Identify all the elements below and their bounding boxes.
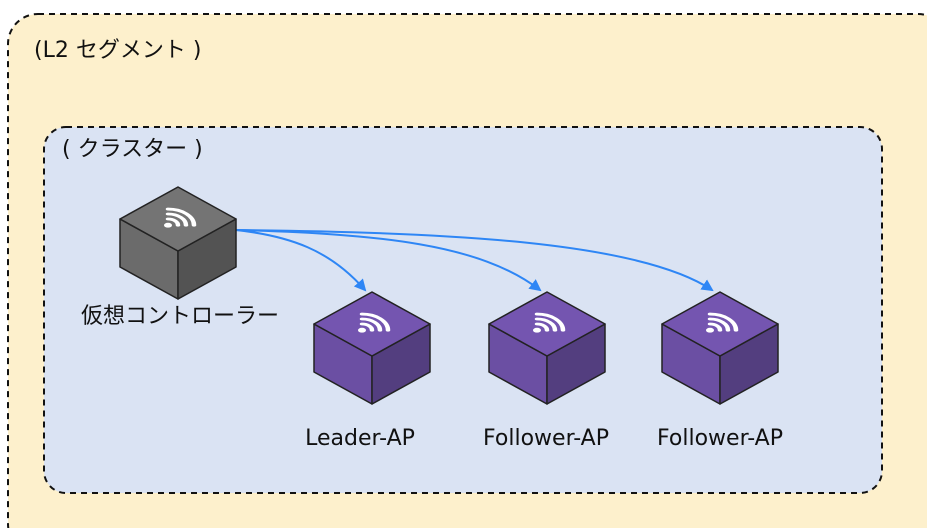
wifi-icon	[533, 312, 566, 333]
leader-ap-device	[313, 291, 431, 405]
virtual-controller-device	[119, 186, 237, 300]
cube-top-face	[313, 291, 431, 357]
wifi-arc	[359, 322, 375, 332]
wifi-arc	[165, 212, 189, 227]
connection-arrows	[235, 229, 714, 292]
wifi-arc	[534, 322, 550, 332]
wifi-dot	[706, 327, 714, 333]
wifi-arc	[707, 322, 723, 332]
follower-ap-2-device	[661, 291, 779, 405]
segment-label: (L2 セグメント )	[34, 38, 202, 63]
leader-ap-label: Leader-AP	[305, 426, 415, 451]
wifi-arc	[359, 317, 383, 332]
wifi-arc	[165, 207, 197, 227]
wifi-icon	[164, 207, 197, 228]
wifi-dot	[358, 327, 366, 333]
cube-top-face	[661, 291, 779, 357]
follower-ap-2-label: Follower-AP	[657, 426, 783, 451]
wifi-arc	[534, 312, 566, 332]
wifi-arc	[534, 317, 558, 332]
cluster-label: ( クラスター )	[62, 137, 203, 162]
connection-arrow-leader	[235, 229, 367, 292]
connection-arrow-follower-1	[235, 229, 542, 292]
wifi-arc	[707, 312, 739, 332]
wifi-icon	[706, 312, 739, 333]
follower-ap-1-device	[488, 291, 606, 405]
connection-arrow-follower-2	[235, 229, 714, 292]
wifi-arc	[359, 312, 391, 332]
wifi-arc	[707, 317, 731, 332]
follower-ap-1-label: Follower-AP	[483, 426, 609, 451]
controller-label: 仮想コントローラー	[80, 304, 280, 329]
cluster-box	[43, 126, 883, 494]
wifi-icon	[358, 312, 391, 333]
cube-top-face	[488, 291, 606, 357]
wifi-arc	[165, 217, 181, 227]
wifi-dot	[164, 222, 172, 228]
cube-top-face	[119, 186, 237, 252]
wifi-dot	[533, 327, 541, 333]
